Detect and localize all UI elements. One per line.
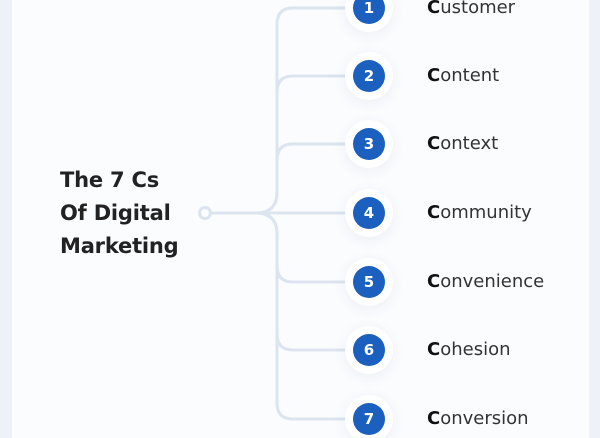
diagram-card: [12, 0, 589, 438]
step-badge-5: 5: [353, 266, 385, 298]
label-rest: ustomer: [440, 0, 516, 18]
root-node-icon: [198, 206, 212, 220]
label-initial: C: [427, 133, 441, 154]
label-initial: C: [427, 408, 441, 429]
label-rest: ontext: [440, 133, 499, 154]
step-badge-3: 3: [353, 128, 385, 160]
item-label-context: Context: [427, 132, 498, 156]
label-initial: C: [427, 339, 441, 360]
label-rest: onversion: [440, 408, 529, 429]
item-label-conversion: Conversion: [427, 407, 529, 431]
label-rest: ontent: [440, 65, 500, 86]
item-label-community: Community: [427, 201, 532, 225]
title-line-1: The 7 Cs: [60, 168, 160, 192]
label-initial: C: [427, 271, 441, 292]
label-initial: C: [427, 65, 441, 86]
title-line-3: Marketing: [60, 234, 179, 258]
step-badge-7: 7: [353, 403, 385, 435]
label-initial: C: [427, 0, 441, 18]
item-label-content: Content: [427, 64, 499, 88]
step-badge-2: 2: [353, 60, 385, 92]
step-badge-4: 4: [353, 197, 385, 229]
item-label-customer: Customer: [427, 0, 515, 20]
label-rest: ohesion: [440, 339, 511, 360]
label-initial: C: [427, 202, 441, 223]
item-label-cohesion: Cohesion: [427, 338, 511, 362]
title-line-2: Of Digital: [60, 201, 171, 225]
step-badge-6: 6: [353, 334, 385, 366]
item-label-convenience: Convenience: [427, 270, 544, 294]
label-rest: onvenience: [440, 271, 545, 292]
label-rest: ommunity: [440, 202, 532, 223]
diagram-title: The 7 Cs Of Digital Marketing: [60, 164, 179, 263]
